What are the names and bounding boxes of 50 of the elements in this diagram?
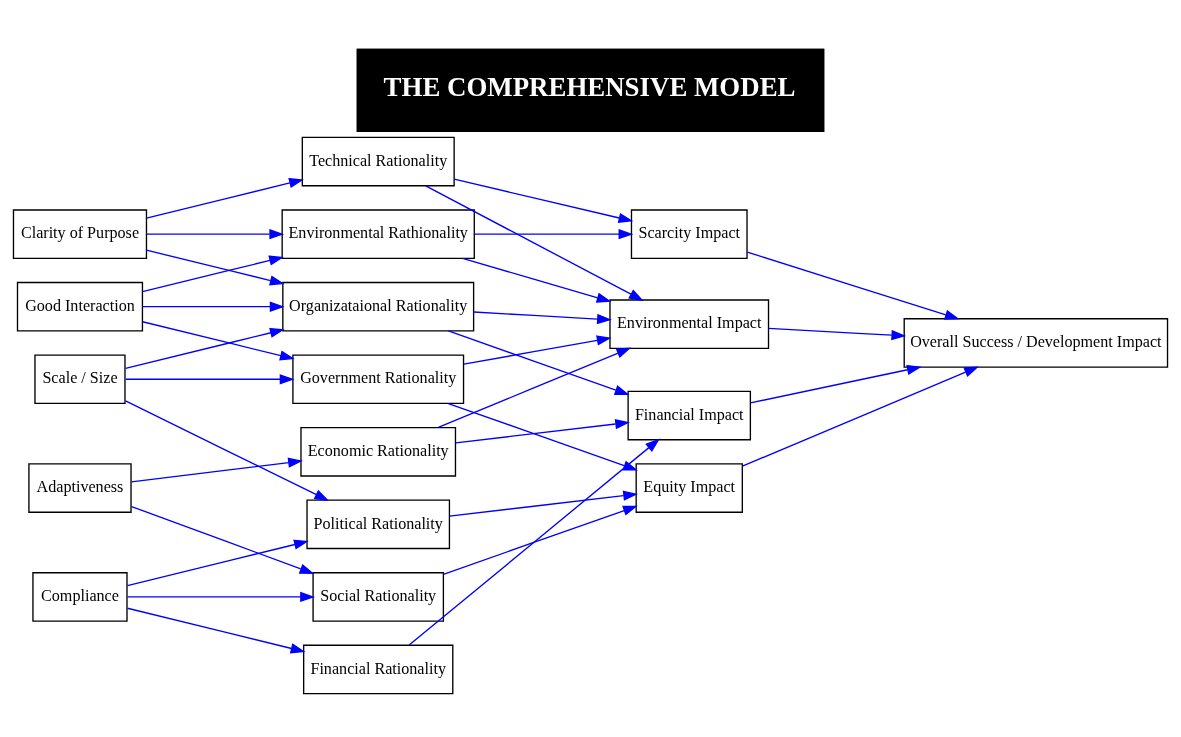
arrow (447, 402, 638, 471)
arrow (447, 330, 630, 395)
arrow (741, 366, 979, 467)
arrow (442, 505, 638, 575)
arrow (437, 347, 632, 429)
node-box: Compliance (32, 572, 128, 622)
node-box: Overall Success / Development Impact (903, 318, 1169, 368)
arrow (453, 178, 634, 223)
arrow (145, 249, 285, 286)
arrow (145, 178, 304, 219)
node-box: Political Rationality (306, 499, 451, 550)
arrow (455, 418, 630, 444)
arrow (145, 228, 285, 240)
arrow (124, 327, 285, 370)
node-box: Financial Impact (627, 390, 752, 441)
arrow (473, 228, 634, 240)
node-box: Good Interaction (16, 281, 144, 332)
arrow (126, 539, 309, 587)
node-box: Scarcity Impact (630, 209, 748, 259)
arrow (473, 311, 612, 325)
arrow (124, 400, 330, 501)
arrow (448, 490, 638, 517)
node-box: Adaptiveness (28, 463, 132, 513)
arrow (126, 591, 315, 603)
node-box: Environmental Impact (609, 299, 770, 350)
node-box: Social Rationality (312, 572, 445, 622)
arrow (408, 438, 660, 646)
arrow (425, 185, 644, 301)
node-box: Technical Rationality (301, 136, 455, 187)
arrow (130, 457, 303, 483)
diagram-title: THE COMPREHENSIVE MODEL (383, 71, 796, 102)
arrow (130, 505, 315, 574)
arrow (141, 321, 295, 361)
node-box: Equity Impact (635, 463, 743, 513)
node-box: Government Rationality (292, 354, 465, 405)
node-box: Scale / Size (34, 354, 126, 405)
node-box: Economic Rationality (300, 426, 457, 477)
arrow (124, 374, 295, 385)
arrow (126, 607, 306, 654)
node-box: Clarity of Purpose (12, 209, 148, 259)
node-box: Organizataional Rationality (282, 281, 475, 332)
arrow (141, 255, 284, 293)
arrow (463, 335, 612, 365)
arrow (141, 301, 285, 312)
arrow (767, 327, 907, 341)
arrow (461, 257, 612, 303)
node-box: Financial Rationality (303, 644, 454, 695)
arrow (749, 364, 922, 404)
node-box: Environmental Rathionality (281, 209, 475, 259)
arrow (746, 251, 960, 320)
